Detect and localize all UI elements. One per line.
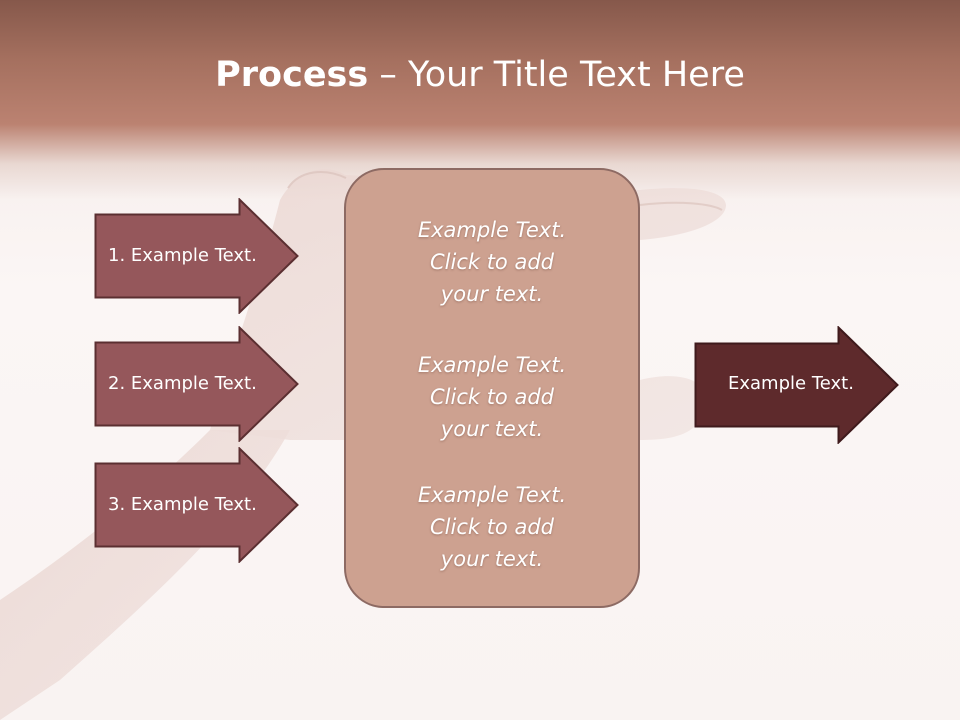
left-arrow-3-label: 3. Example Text. <box>108 494 257 515</box>
right-arrow[interactable]: Example Text. <box>694 326 900 444</box>
left-arrow-1-label: 1. Example Text. <box>108 245 257 266</box>
center-block-3-line2: Click to add <box>429 515 554 539</box>
center-block-1-line3: your text. <box>440 282 544 306</box>
center-block-2-line2: Click to add <box>429 385 554 409</box>
left-arrow-2[interactable]: 2. Example Text. <box>94 326 300 442</box>
center-block-1-line2: Click to add <box>429 250 554 274</box>
title-bold: Process <box>215 55 369 95</box>
right-arrow-label: Example Text. <box>728 373 854 394</box>
title-rest: – Your Title Text Here <box>368 55 745 95</box>
center-block-1-line1: Example Text. <box>417 218 567 242</box>
left-arrow-1[interactable]: 1. Example Text. <box>94 198 300 314</box>
center-block-2-line3: your text. <box>440 417 544 441</box>
center-block-3: Example Text. Click to add your text. <box>346 479 638 575</box>
center-text-box[interactable]: Example Text. Click to add your text. Ex… <box>344 168 640 608</box>
left-arrow-2-label: 2. Example Text. <box>108 373 257 394</box>
center-block-2: Example Text. Click to add your text. <box>346 349 638 445</box>
center-block-1: Example Text. Click to add your text. <box>346 214 638 310</box>
center-block-3-line3: your text. <box>440 547 544 571</box>
center-block-3-line1: Example Text. <box>417 483 567 507</box>
header-band <box>0 0 960 200</box>
center-block-2-line1: Example Text. <box>417 353 567 377</box>
slide-title[interactable]: Process – Your Title Text Here <box>0 52 960 98</box>
left-arrow-3[interactable]: 3. Example Text. <box>94 447 300 563</box>
